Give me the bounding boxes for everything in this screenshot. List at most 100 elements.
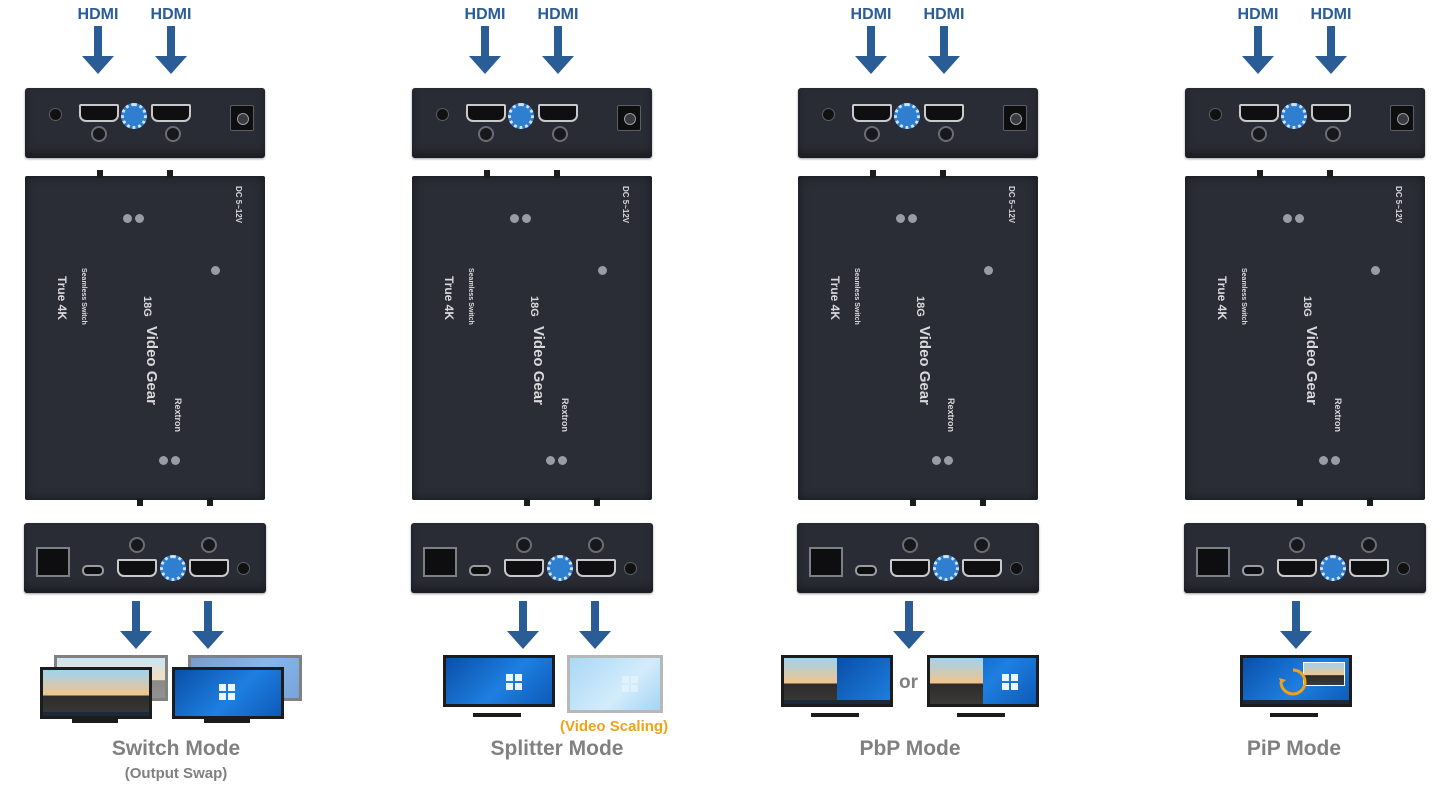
product-print: Video Gear [1303,326,1320,405]
status-led [984,266,993,275]
down-arrow-icon [469,26,501,74]
maker-print: Rextron [1333,398,1343,433]
product-print: Video Gear [143,326,160,405]
status-led [546,456,555,465]
or-connector: or [899,672,918,693]
screw-icon [91,126,107,142]
status-led [1283,214,1292,223]
pbp-mode-column: HDMI HDMI Video Gear 18G True 4K Seamles… [773,0,1093,792]
hdmi-out-port [117,559,157,577]
ir-hole [436,108,449,121]
down-arrow-icon [1280,601,1312,649]
ethernet-port [423,547,457,577]
brand-print: True 4K [828,276,842,321]
mode-title: Switch Mode [111,737,241,760]
rotary-dial-icon [894,103,920,129]
down-arrow-icon [1242,26,1274,74]
status-led [932,456,941,465]
screw-icon [864,126,880,142]
monitor-stand [811,713,859,717]
hdmi-in-port [538,104,578,122]
down-arrow-icon [120,601,152,649]
mode-title: PiP Mode [1246,737,1342,760]
foot [554,170,560,178]
badge-print: 18G [141,296,153,317]
monitor-icon [443,655,663,725]
down-arrow-icon [928,26,960,74]
ethernet-port [1196,547,1230,577]
hdmi-out-port [1277,559,1317,577]
ir-hole [822,108,835,121]
rotary-dial-icon [547,555,573,581]
maker-print: Rextron [946,398,956,433]
hdmi-in-port [79,104,119,122]
usb-c-port [82,565,104,576]
ir-hole [624,562,637,575]
monitor-stand [72,719,118,723]
splitter-mode-column: HDMI HDMI Video Gear 18G True 4K Seamles… [387,0,707,792]
hdmi-in-port [852,104,892,122]
foot [1367,498,1373,506]
mode-title: Splitter Mode [490,737,624,760]
status-led [171,456,180,465]
rotary-dial-icon [933,555,959,581]
hdmi-input-label-1: HDMI [464,6,506,23]
feature-print: Seamless Switch [80,268,87,325]
foot [167,170,173,178]
hdmi-input-label-2: HDMI [923,6,965,23]
product-print: Video Gear [530,326,547,405]
down-arrow-icon [155,26,187,74]
hdmi-out-port [576,559,616,577]
pbp-screen-a [781,655,893,707]
screw-icon [938,126,954,142]
down-arrow-icon [855,26,887,74]
monitor-stand [957,713,1005,717]
foot [1297,498,1303,506]
screw-icon [1289,537,1305,553]
pip-screen [1240,655,1352,707]
hdmi-out-port [504,559,544,577]
status-led [896,214,905,223]
hdmi-out-port [890,559,930,577]
switch-mode-column: HDMI HDMI Video Gear 18G True 4K Seamles… [0,0,320,792]
screw-icon [201,537,217,553]
foot [484,170,490,178]
ir-hole [1397,562,1410,575]
foot [1327,170,1333,178]
down-arrow-icon [1315,26,1347,74]
down-arrow-icon [579,601,611,649]
status-led [135,214,144,223]
status-led [1319,456,1328,465]
status-led [211,266,220,275]
device-top-view: Video Gear 18G True 4K Seamless Switch R… [412,170,652,506]
status-led [1295,214,1304,223]
feature-print: Seamless Switch [467,268,474,325]
foot [137,498,143,506]
dc-power-port [1003,105,1027,131]
power-print: DC 5~12V [1394,186,1403,224]
mode-subtitle: (Output Swap) [124,765,228,782]
brand-print: True 4K [1215,276,1229,321]
monitor-screen [40,667,152,719]
brand-print: True 4K [442,276,456,321]
usb-c-port [855,565,877,576]
hdmi-in-port [151,104,191,122]
status-led [1371,266,1380,275]
screw-icon [516,537,532,553]
hdmi-input-label-2: HDMI [537,6,579,23]
feature-print: Seamless Switch [853,268,860,325]
monitor-icon [40,655,302,735]
status-led [908,214,917,223]
hdmi-in-port [466,104,506,122]
device-output-side [1184,523,1426,593]
device-input-side [412,88,652,158]
rotary-dial-icon [508,103,534,129]
foot [910,498,916,506]
hdmi-out-port [962,559,1002,577]
scaled-monitor-screen [567,655,663,713]
hdmi-out-port [189,559,229,577]
hdmi-input-label-1: HDMI [850,6,892,23]
screw-icon [588,537,604,553]
foot [594,498,600,506]
foot [97,170,103,178]
